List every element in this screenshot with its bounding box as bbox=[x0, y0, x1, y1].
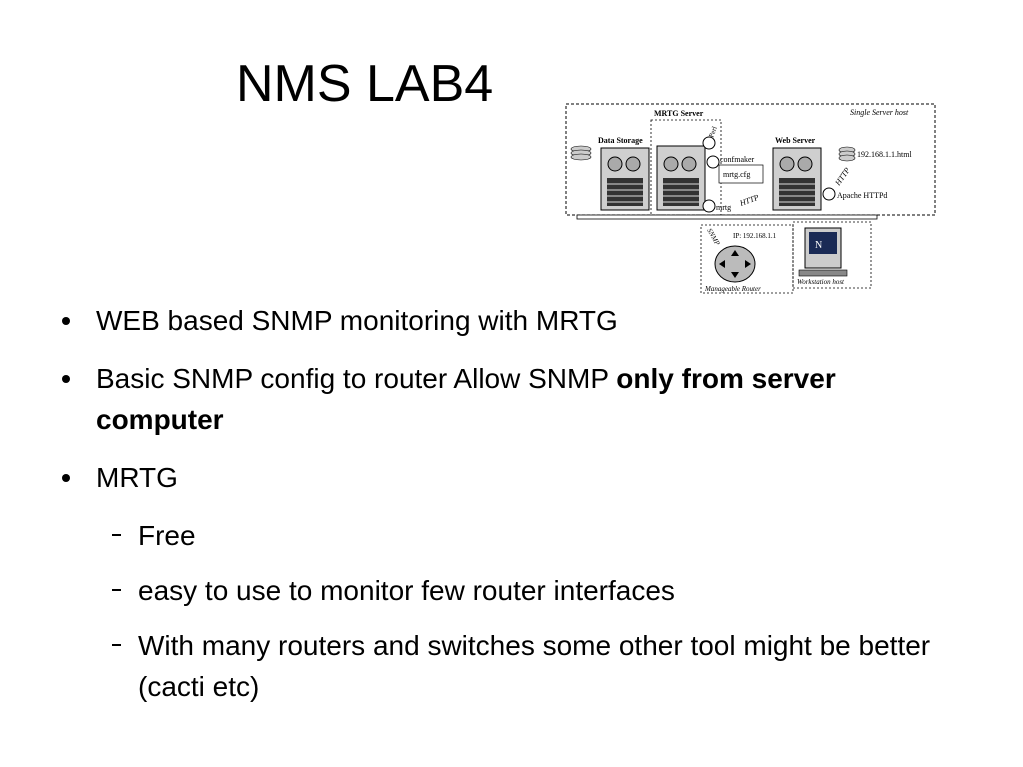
server-icon bbox=[772, 147, 822, 211]
router-box bbox=[700, 224, 794, 294]
router-icon bbox=[714, 245, 756, 283]
slide-title: NMS LAB4 bbox=[236, 55, 494, 113]
bullet-dot-icon bbox=[62, 375, 70, 383]
sub-bullet-item: Free bbox=[112, 515, 958, 556]
dash-icon bbox=[112, 589, 121, 591]
workstation-label: Workstation host bbox=[797, 278, 845, 286]
bullet-dot-icon bbox=[62, 317, 70, 325]
bullet-dot-icon bbox=[62, 474, 70, 482]
ip-label: IP: 192.168.1.1 bbox=[733, 232, 777, 240]
bullet-item: MRTG bbox=[62, 457, 962, 498]
network-bus bbox=[576, 214, 878, 220]
router-label: Manageable Router bbox=[704, 285, 761, 293]
http-label-1: HTTP bbox=[738, 193, 761, 209]
svg-text:N: N bbox=[815, 240, 822, 251]
html-file-label: 192.168.1.1.html bbox=[857, 150, 912, 159]
server-icon bbox=[656, 145, 706, 211]
single-server-host-label: Single Server host bbox=[850, 108, 909, 117]
mrtg-label: mrtg bbox=[716, 203, 731, 212]
sub-bullet-text: With many routers and switches some othe… bbox=[138, 630, 931, 702]
server-icon bbox=[600, 147, 650, 211]
perl-label: Perl bbox=[707, 125, 718, 138]
perl-node-icon bbox=[702, 136, 716, 150]
data-storage-label: Data Storage bbox=[598, 136, 643, 145]
sub-bullet-item: easy to use to monitor few router interf… bbox=[112, 570, 958, 611]
network-diagram: Single Server host MRTG Server Data Stor… bbox=[565, 103, 936, 294]
bullet-item: Basic SNMP config to router Allow SNMP o… bbox=[62, 358, 962, 440]
sub-bullet-item: With many routers and switches some othe… bbox=[112, 625, 958, 707]
web-server-label: Web Server bbox=[775, 136, 816, 145]
sub-bullet-text: easy to use to monitor few router interf… bbox=[138, 575, 675, 606]
sub-bullet-text: Free bbox=[138, 520, 196, 551]
dash-icon bbox=[112, 644, 121, 646]
mrtg-cfg-label: mrtg.cfg bbox=[723, 170, 750, 179]
apache-node-icon bbox=[822, 187, 836, 201]
workstation-icon: N bbox=[798, 227, 848, 277]
mrtg-server-label: MRTG Server bbox=[654, 109, 704, 118]
bullet-list: WEB based SNMP monitoring with MRTG Basi… bbox=[62, 300, 962, 721]
http-label-2: HTTP bbox=[833, 166, 852, 188]
confmaker-node-icon bbox=[706, 155, 720, 169]
bullet-text: WEB based SNMP monitoring with MRTG bbox=[96, 305, 618, 336]
confmaker-label: confmaker bbox=[720, 155, 755, 164]
mrtg-node-icon bbox=[702, 199, 716, 213]
bullet-item: WEB based SNMP monitoring with MRTG bbox=[62, 300, 962, 341]
snmp-label: SNMP bbox=[705, 227, 721, 247]
bullet-text: Basic SNMP config to router Allow SNMP bbox=[96, 363, 617, 394]
disk-stack-icon bbox=[570, 145, 592, 161]
dash-icon bbox=[112, 534, 121, 536]
bullet-bold-text: only from server computer bbox=[96, 363, 836, 435]
mrtg-cfg-file bbox=[718, 164, 764, 184]
apache-label: Apache HTTPd bbox=[837, 191, 887, 200]
disk-stack-icon bbox=[838, 146, 856, 162]
bullet-text: MRTG bbox=[96, 462, 178, 493]
